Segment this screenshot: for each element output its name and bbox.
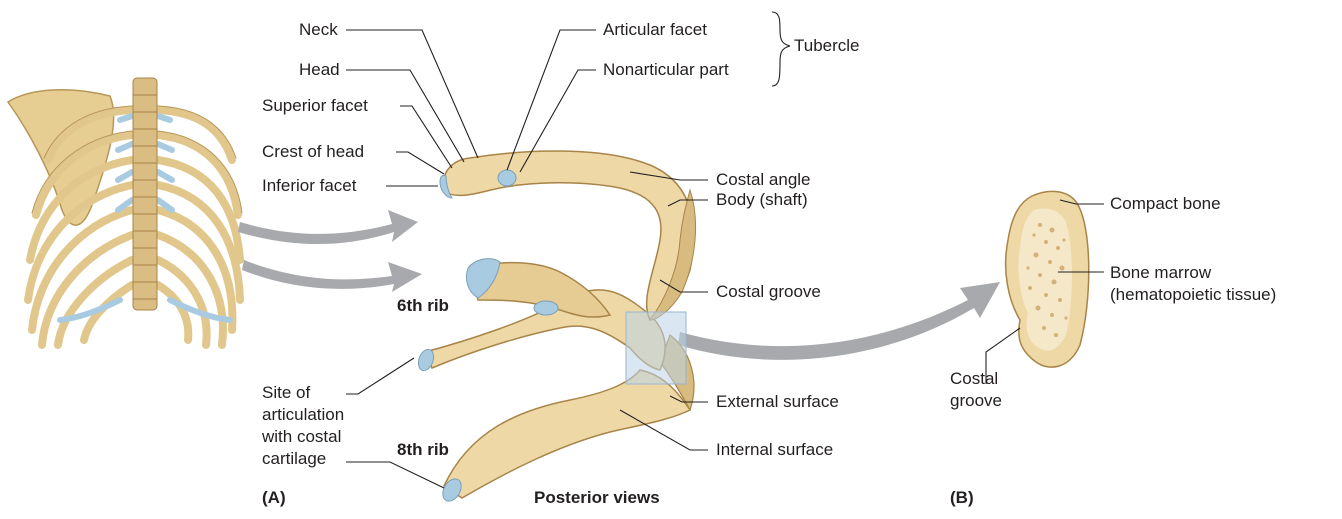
label-6th-rib: 6th rib [397, 296, 449, 316]
label-neck: Neck [299, 20, 338, 40]
costal-groove-b-line-1: Costal [950, 368, 1002, 390]
label-articular-facet: Articular facet [603, 20, 707, 40]
leader-lines [346, 12, 1104, 488]
site-line-1: Site of [262, 382, 344, 404]
site-line-3: with costal [262, 426, 344, 448]
thorax-illustration [8, 78, 242, 345]
label-inferior-facet: Inferior facet [262, 176, 357, 196]
label-site-of-articulation: Site of articulation with costal cartila… [262, 382, 344, 470]
label-costal-groove: Costal groove [716, 282, 821, 302]
label-tubercle: Tubercle [794, 36, 860, 56]
label-internal-surface: Internal surface [716, 440, 833, 460]
label-costal-groove-b: Costal groove [950, 368, 1002, 412]
bone-marrow-line-2: (hematopoietic tissue) [1110, 284, 1276, 306]
label-costal-angle: Costal angle [716, 170, 811, 190]
bone-marrow-line-1: Bone marrow [1110, 262, 1276, 284]
caption-panel-b: (B) [950, 488, 974, 508]
caption-posterior-views: Posterior views [534, 488, 660, 508]
label-crest-of-head: Crest of head [262, 142, 364, 162]
site-line-4: cartilage [262, 448, 344, 470]
label-compact-bone: Compact bone [1110, 194, 1221, 214]
site-line-2: articulation [262, 404, 344, 426]
label-nonarticular-part: Nonarticular part [603, 60, 729, 80]
costal-groove-b-line-2: groove [950, 390, 1002, 412]
label-external-surface: External surface [716, 392, 839, 412]
label-8th-rib: 8th rib [397, 440, 449, 460]
caption-panel-a: (A) [262, 488, 286, 508]
label-body-shaft: Body (shaft) [716, 190, 808, 210]
label-superior-facet: Superior facet [262, 96, 368, 116]
cross-section-b [1006, 191, 1089, 367]
section-highlight-box [626, 312, 686, 384]
label-head: Head [299, 60, 340, 80]
label-bone-marrow: Bone marrow (hematopoietic tissue) [1110, 262, 1276, 306]
